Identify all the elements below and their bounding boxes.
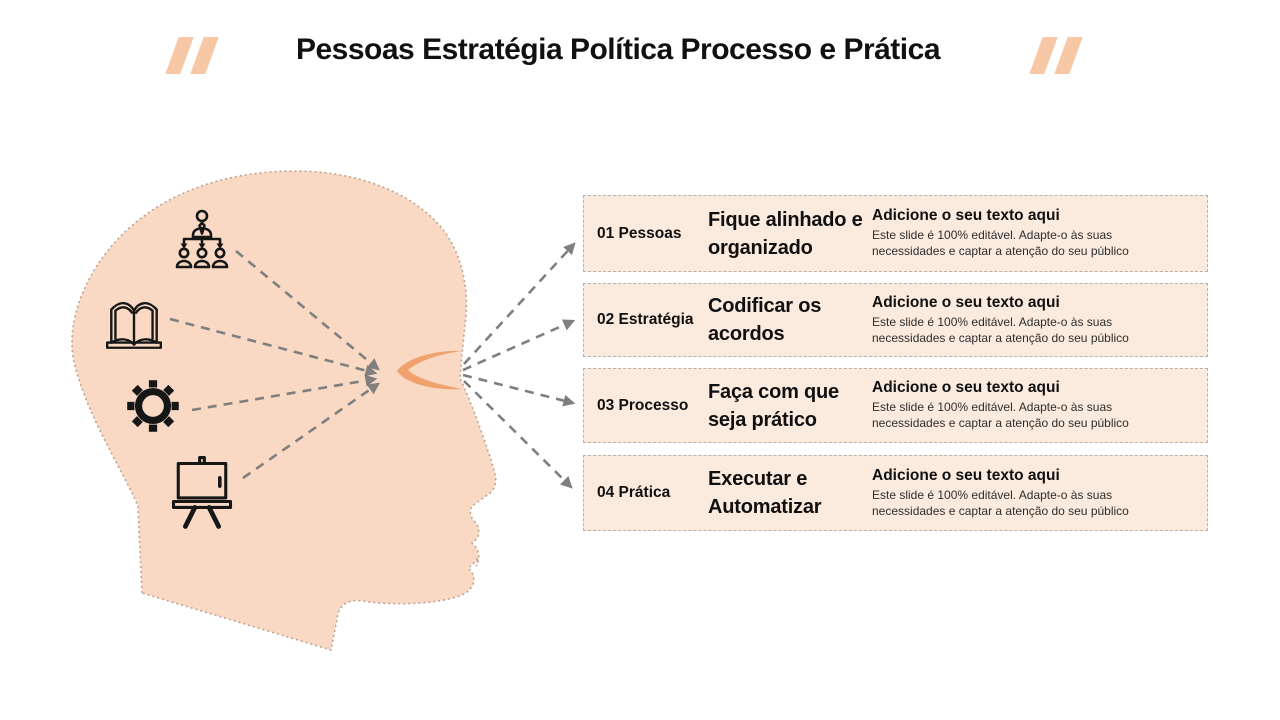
description-heading: Adicione o seu texto aqui [872, 379, 1060, 397]
row-number-label: 02 Estratégia [597, 311, 694, 328]
connector-eye-to-row-3 [462, 373, 576, 407]
row-number-label: 01 Pessoas [597, 224, 682, 242]
connector-book-to-eye [169, 317, 378, 377]
gear-icon [120, 373, 186, 439]
row-description: Adicione o seu texto aqui Este slide é 1… [872, 207, 1207, 260]
row-number-label: 03 Processo [597, 396, 689, 414]
row-subtitle: Codificar os acordos [708, 295, 822, 345]
description-body: Este slide é 100% editável. Adapte-o às … [872, 228, 1129, 258]
row-subtitle: Fique alinhado e organizado [708, 208, 863, 259]
list-item-processo: 03 Processo Faça com que seja prático Ad… [583, 368, 1208, 443]
description-heading: Adicione o seu texto aqui [872, 466, 1060, 484]
page-title: Pessoas Estratégia Política Processo e P… [295, 33, 941, 66]
connector-eye-to-row-2 [462, 319, 576, 372]
description-heading: Adicione o seu texto aqui [872, 207, 1060, 225]
row-number-label: 04 Prática [597, 484, 671, 501]
description-heading: Adicione o seu texto aqui [872, 293, 1060, 311]
row-description: Adicione o seu texto aqui Este slide é 1… [872, 467, 1207, 520]
eye-icon [397, 350, 462, 390]
list-item-pessoas: 01 Pessoas Fique alinhado e organizado A… [583, 195, 1208, 272]
row-description: Adicione o seu texto aqui Este slide é 1… [872, 294, 1207, 347]
description-body: Este slide é 100% editável. Adapte-o às … [872, 487, 1129, 518]
list-item-estrategia: 02 Estratégia Codificar os acordos Adici… [583, 283, 1208, 357]
org-chart-icon [170, 208, 234, 272]
description-body: Este slide é 100% editável. Adapte-o às … [872, 400, 1129, 430]
connector-board-to-eye [242, 382, 380, 480]
list-item-pratica: 04 Prática Executar e Automatizar Adicio… [583, 455, 1208, 531]
description-body: Este slide é 100% editável. Adapte-o às … [872, 314, 1129, 345]
row-subtitle: Executar e Automatizar [708, 468, 822, 518]
row-subtitle: Faça com que seja prático [708, 380, 839, 431]
head-silhouette [71, 170, 497, 652]
open-book-icon [101, 290, 167, 356]
connector-eye-to-row-1 [463, 242, 576, 365]
presentation-board-icon [164, 453, 240, 531]
row-description: Adicione o seu texto aqui Este slide é 1… [872, 379, 1207, 432]
